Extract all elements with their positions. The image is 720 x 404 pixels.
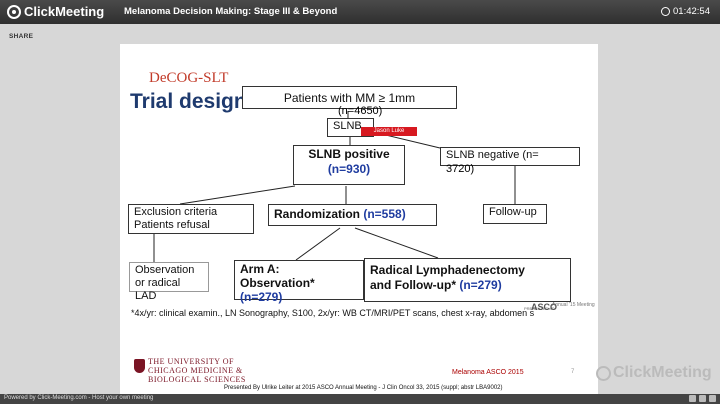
exclusion-box: Exclusion criteria Patients refusal bbox=[128, 204, 254, 234]
arm-a-box: Arm A: Observation* (n=279) bbox=[234, 260, 364, 304]
powered-by-link[interactable]: Powered by Click-Meeting.com - Host your… bbox=[4, 395, 154, 401]
annotation-tag: Jason Luke bbox=[361, 127, 417, 136]
presentation-slide: DeCOG-SLT Trial design Patients with MM … bbox=[120, 44, 598, 396]
patients-count: (n=4650) bbox=[338, 105, 383, 117]
meeting-title: Melanoma Decision Making: Stage III & Be… bbox=[124, 6, 338, 17]
randomization-box: Randomization (n=558) bbox=[268, 204, 437, 226]
footer-bar: Powered by Click-Meeting.com - Host your… bbox=[0, 394, 720, 404]
slnb-negative-count: 3720) bbox=[446, 163, 475, 175]
share-bar: SHARE bbox=[0, 30, 720, 44]
top-bar: ClickMeeting Melanoma Decision Making: S… bbox=[0, 0, 720, 24]
melanoma-label: Melanoma ASCO 2015 bbox=[452, 369, 524, 376]
presented-by: Presented By Ulrike Leiter at 2015 ASCO … bbox=[224, 385, 503, 391]
asco-presented-at: PRESENTED AT: bbox=[524, 306, 555, 311]
settings-icon[interactable] bbox=[699, 395, 706, 402]
follow-up-box: Follow-up bbox=[483, 204, 547, 224]
page-number: 7 bbox=[571, 369, 575, 375]
footer-controls bbox=[689, 395, 716, 402]
slide-heading: Trial design bbox=[130, 90, 247, 113]
watermark-logo-icon bbox=[596, 365, 611, 381]
asco-meeting: Annual '15 Meeting bbox=[552, 302, 595, 308]
arm-b-box: Radical Lymphadenectomy and Follow-up* (… bbox=[364, 258, 571, 302]
share-button[interactable]: SHARE bbox=[9, 33, 34, 40]
asco-logo: ASCO bbox=[531, 302, 558, 312]
university-seal-icon bbox=[134, 359, 145, 373]
clickmeeting-logo-icon bbox=[7, 4, 21, 19]
slide-footnote: *4x/yr: clinical examin., LN Sonography,… bbox=[131, 308, 535, 318]
observation-lad-box: Observation or radical LAD bbox=[129, 262, 209, 302]
volume-icon[interactable] bbox=[689, 395, 696, 402]
fullscreen-icon[interactable] bbox=[709, 395, 716, 402]
meeting-timer: 01:42:54 bbox=[661, 6, 710, 17]
clickmeeting-watermark: ClickMeeting bbox=[596, 364, 712, 382]
trial-name: DeCOG-SLT bbox=[149, 70, 229, 86]
slnb-positive-box: SLNB positive (n=930) bbox=[293, 145, 405, 185]
app-logo: ClickMeeting bbox=[7, 4, 104, 19]
slnb-negative-box: SLNB negative (n= bbox=[440, 147, 580, 166]
clock-icon bbox=[661, 7, 671, 16]
patients-box: Patients with MM ≥ 1mm bbox=[242, 86, 457, 109]
university-logo: THE UNIVERSITY OF CHICAGO MEDICINE & BIO… bbox=[148, 357, 246, 384]
